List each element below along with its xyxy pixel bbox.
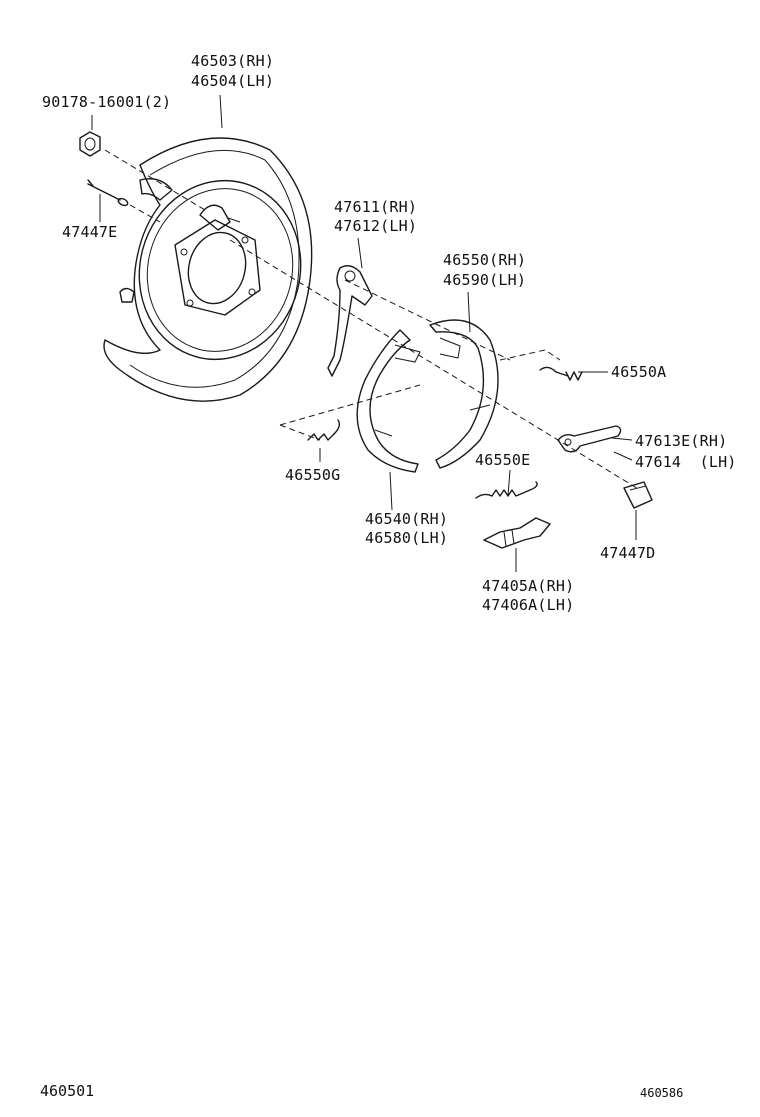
callout-shoe-rear-lh: 46590(LH) [443, 271, 527, 289]
callout-nut: 90178-16001(2) [42, 93, 172, 111]
adjuster [483, 517, 551, 549]
shoe-rear [429, 319, 499, 469]
callout-spring-a: 46550A [611, 363, 667, 381]
parking-lever [327, 265, 373, 377]
callout-pin-e: 47447E [62, 223, 118, 241]
assembly-lines [104, 149, 641, 491]
callout-shoe-front-lh: 46580(LH) [365, 529, 449, 547]
callout-backing-plate-rh: 46503(RH) [191, 52, 275, 70]
callout-backing-plate-lh: 46504(LH) [191, 72, 275, 90]
pin-e [87, 179, 129, 207]
spring-a [539, 366, 583, 381]
callout-adjuster-rh: 47405A(RH) [482, 577, 575, 595]
callout-strut-lh: 47614 (LH) [635, 453, 737, 471]
strut [557, 425, 622, 453]
callout-shoe-front-rh: 46540(RH) [365, 510, 449, 528]
shoe-front [356, 329, 421, 473]
callout-clip-d: 47447D [600, 544, 656, 562]
footer-left-code: 460501 [40, 1082, 95, 1100]
callout-strut-rh: 47613E(RH) [635, 432, 728, 450]
nut [79, 131, 101, 157]
leader-lines [91, 94, 637, 572]
backing-plate [103, 137, 313, 402]
callout-lever-lh: 47612(LH) [334, 217, 418, 235]
spring-g [307, 419, 341, 441]
spring-e [475, 481, 538, 499]
callout-lever-rh: 47611(RH) [334, 198, 418, 216]
callout-adjuster-lh: 47406A(LH) [482, 596, 575, 614]
callout-shoe-rear-rh: 46550(RH) [443, 251, 527, 269]
callout-spring-g: 46550G [285, 466, 341, 484]
clip-d [623, 481, 653, 509]
footer-right-code: 460586 [640, 1086, 684, 1100]
callout-spring-e: 46550E [475, 451, 531, 469]
